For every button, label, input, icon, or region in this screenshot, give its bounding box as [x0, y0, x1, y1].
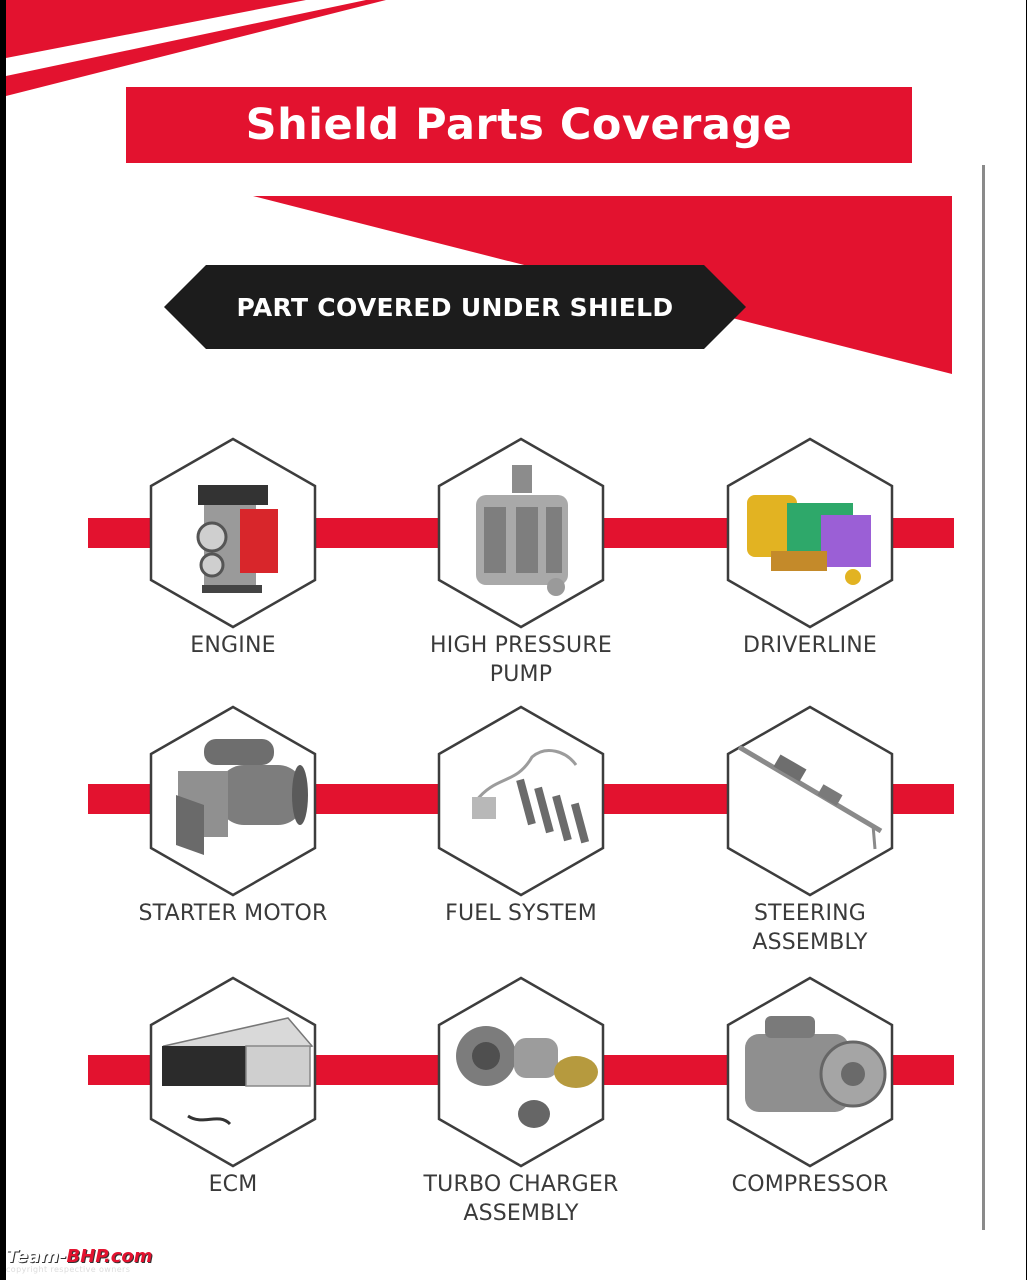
gearbox-icon [726, 437, 894, 629]
corner-stripes-decoration [6, 0, 386, 96]
engine-icon [149, 437, 317, 629]
subtitle-text: PART COVERED UNDER SHIELD [236, 292, 674, 322]
brochure-page: Shield Parts Coverage PART COVERED UNDER… [6, 0, 1026, 1280]
part-label-compressor: COMPRESSOR [731, 1172, 889, 1197]
fuel-injector-icon [437, 705, 605, 897]
part-label-fuel-system: FUEL SYSTEM [445, 901, 597, 926]
watermark-brand: Team-BHP.com [6, 1246, 153, 1267]
part-label-high-pressure-pump: HIGH PRESSURE PUMP [430, 633, 612, 687]
starter-motor-icon [149, 705, 317, 897]
part-label-starter-motor: STARTER MOTOR [138, 901, 328, 926]
part-label-turbo-charger-assembly: TURBO CHARGER ASSEMBLY [423, 1172, 619, 1226]
page-title: Shield Parts Coverage [245, 100, 793, 150]
turbocharger-icon [437, 976, 605, 1168]
pump-icon [437, 437, 605, 629]
ecm-module-icon [149, 976, 317, 1168]
part-label-driverline: DRIVERLINE [742, 633, 878, 658]
part-label-engine: ENGINE [190, 633, 276, 658]
part-label-steering-assembly: STEERING ASSEMBLY [752, 901, 868, 955]
subtitle-banner [164, 265, 746, 349]
watermark-tagline: copyright respective owners [6, 1265, 131, 1274]
compressor-icon [726, 976, 894, 1168]
right-divider-line [982, 165, 985, 1230]
title-banner: Shield Parts Coverage [126, 87, 912, 163]
part-label-ecm: ECM [208, 1172, 258, 1197]
watermark: HOSTED ON : Team-BHP.com copyright respe… [6, 1238, 206, 1274]
watermark-hosted-on: HOSTED ON : [6, 1238, 66, 1247]
steering-rack-icon [726, 705, 894, 897]
